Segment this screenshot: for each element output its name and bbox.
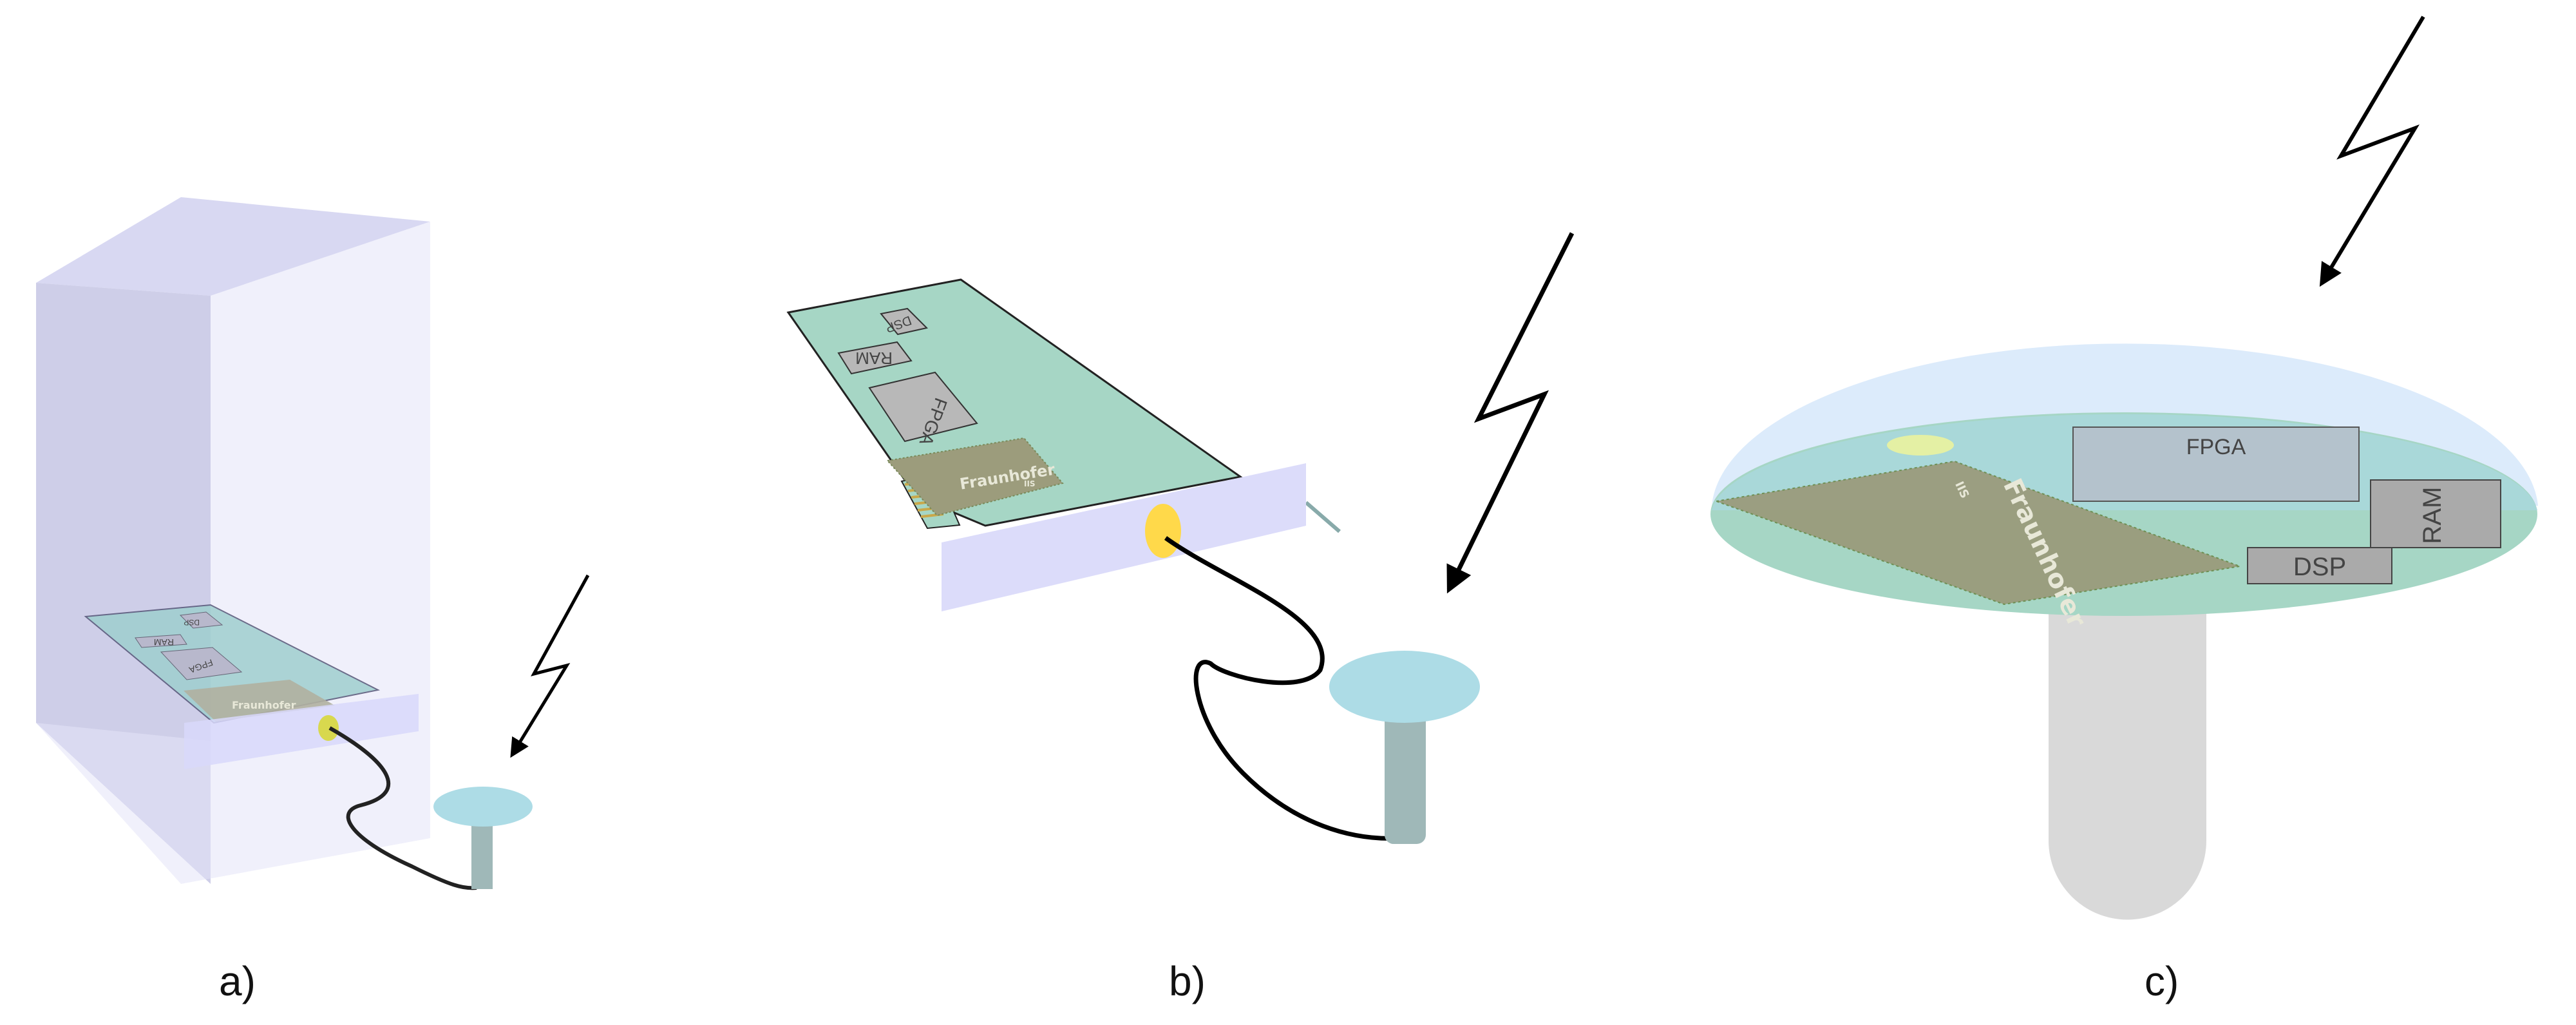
panel-label-a: a) [219,958,256,1004]
panel-label-c: c) [2145,958,2179,1004]
chip-dsp-label: DSP [184,618,200,627]
chip-fpga [868,371,978,443]
panel-a: DSP RAM FPGA Fraunhofer a) [36,197,590,1004]
fraunhofer-module [184,680,335,722]
fraunhofer-logo-text: Fraunhofer [232,699,296,711]
antenna-cable [1164,536,1400,841]
rf-connector [1887,435,1954,455]
chip-fpga-label: FPGA [2186,435,2246,459]
chip-fpga [2072,426,2360,502]
chip-dsp-label: DSP [2293,553,2346,581]
bracket-tab [1305,501,1341,533]
front-plate [184,694,419,769]
fraunhofer-module [886,437,1064,517]
chip-dsp [880,307,928,336]
chip-dsp [2247,547,2392,584]
fraunhofer-module [1714,460,2242,606]
chip-ram-label: RAM [855,349,893,368]
enclosure-top-face [36,197,430,296]
panel-c: Fraunhofer IIS FPGA RAM DSP c) [1710,15,2538,1004]
antenna-stem [471,822,493,889]
chip-fpga [160,647,243,680]
fraunhofer-logo-sub: IIS [1024,479,1036,488]
rf-connector [318,715,339,741]
chip-ram-label: RAM [154,637,174,647]
antenna-disc [433,787,533,827]
lightning-icon [510,574,590,758]
chip-dsp [179,611,223,629]
rf-connector [1145,504,1181,558]
antenna-disc [1329,651,1480,723]
panel-label-b: b) [1169,958,1206,1004]
lightning-icon [2319,15,2425,287]
chip-ram-label: RAM [2418,487,2447,544]
lightning-icon [1446,232,1575,594]
panel-b: DSP RAM FPGA Fraunhofer IIS b) [786,232,1575,1004]
antenna-stem [2049,580,2206,920]
chip-ram [837,341,913,375]
antenna-stem [1385,687,1426,844]
chip-ram [2370,479,2501,548]
chip-ram [135,634,187,648]
antenna-cable [328,726,477,890]
front-plate [942,463,1306,611]
